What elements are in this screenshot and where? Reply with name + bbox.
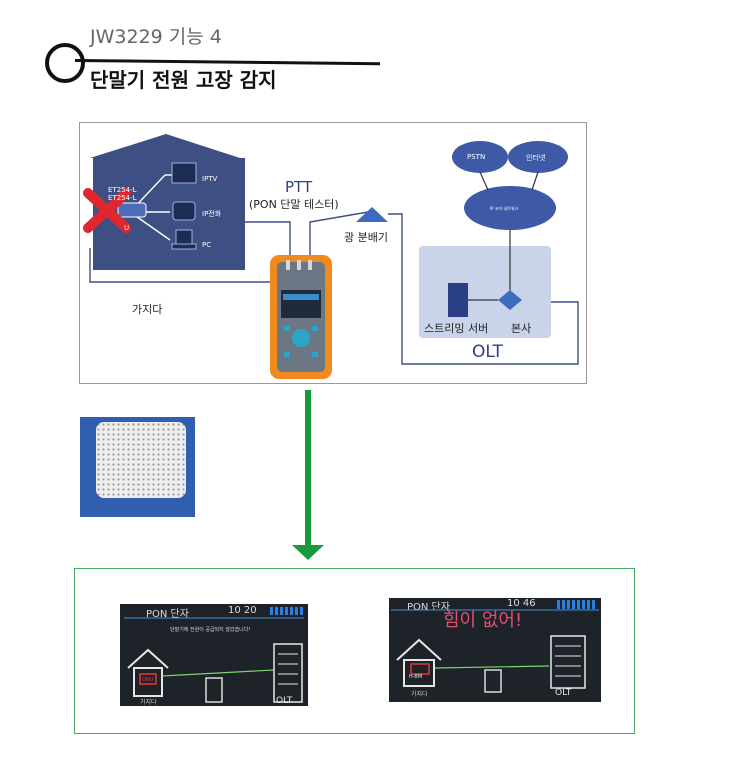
screen2-olt-label: OLT — [555, 688, 572, 698]
ptt-title: PTT — [285, 178, 313, 196]
streaming-server-icon — [448, 283, 468, 317]
ipphone-label: IP전화 — [202, 210, 222, 218]
switch-icon — [498, 290, 522, 310]
result-screens-box — [74, 568, 635, 734]
onu-label: ET254-L — [108, 186, 137, 194]
tester-icon — [205, 677, 223, 703]
screen1-time: 10 20 — [228, 605, 257, 616]
tester-screen-1: PON 단자 10 20 단말기에 전원이 공급되지 않았습니다! ONU 가지… — [120, 604, 308, 706]
pstn-label: PSTN — [467, 153, 486, 161]
onu-label-3: U — [124, 224, 130, 232]
screen2-house-inner: H-BM — [409, 674, 423, 680]
branch-label: 가지다 — [132, 303, 163, 316]
internet-label: 인터넷 — [526, 154, 546, 162]
screen2-header: PON 단자 — [407, 602, 450, 613]
fault-x-icon — [83, 188, 131, 233]
internet-cloud — [508, 141, 568, 173]
pstn-cloud — [452, 141, 508, 173]
screen1-message: 단말기에 전원이 공급되지 않았습니다! — [170, 627, 251, 633]
screen2-overlay: 힘이 없어! — [443, 610, 523, 631]
onu-device-icon — [117, 202, 147, 218]
battery-icon — [270, 607, 304, 615]
bullet-circle-icon — [45, 43, 85, 83]
tester-icon — [484, 669, 502, 693]
phone-icon — [172, 201, 196, 221]
olt-rack-icon — [273, 643, 303, 703]
house-roof — [90, 134, 240, 158]
screen1-house-label: 가지다 — [140, 699, 157, 706]
olt-rack-icon — [550, 635, 586, 689]
tv-icon — [171, 162, 197, 184]
screen2-time: 10 46 — [507, 598, 536, 609]
ptt-subtitle: (PON 단말 테스터) — [249, 198, 339, 211]
screen1-olt-label: OLT — [276, 696, 293, 706]
core-network-label: IP 코어 네트워크 — [490, 206, 519, 211]
streaming-server-label: 스트리밍 서버 — [424, 322, 489, 335]
olt-label: OLT — [472, 342, 503, 362]
onu-label-2: ET254-L — [108, 194, 137, 202]
tester-screen-2: PON 단자 10 46 힘이 없어! H-BM 가지다 OLT — [389, 598, 601, 702]
pc-icon — [175, 229, 193, 245]
splitter-icon — [356, 207, 388, 222]
screen2-house-label: 가지다 — [411, 691, 428, 698]
page-title: 단말기 전원 고장 감지 — [90, 68, 277, 92]
screen1-header: PON 단자 — [146, 609, 189, 620]
pc-label: PC — [202, 241, 212, 249]
house-outline-icon — [396, 638, 442, 661]
house-outline-icon — [127, 648, 169, 669]
modem-image — [96, 422, 186, 498]
page-subtitle: JW3229 기능 4 — [90, 26, 222, 48]
splitter-label: 광 분배기 — [344, 231, 388, 244]
screen1-house-inner: ONU — [142, 677, 154, 683]
down-arrow-head — [292, 545, 324, 560]
core-network-cloud — [464, 186, 556, 230]
iptv-label: IPTV — [202, 175, 218, 183]
hq-label: 본사 — [511, 322, 532, 335]
battery-icon — [557, 600, 595, 609]
